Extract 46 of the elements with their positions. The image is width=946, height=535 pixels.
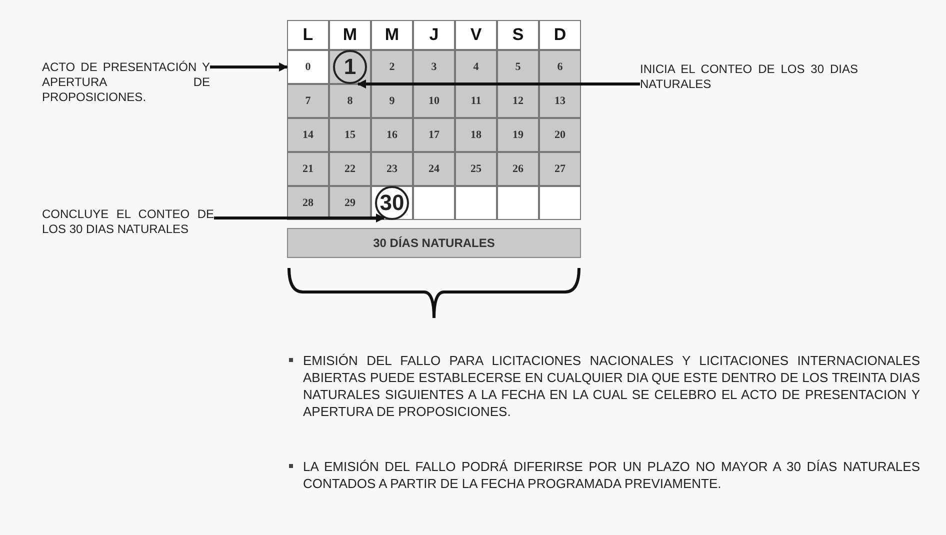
- annotation-text: INICIA EL CONTEO DE LOS 30 DIAS NATURALES: [640, 62, 858, 92]
- day-cell: 4: [455, 50, 497, 84]
- bullet-text: EMISIÓN DEL FALLO PARA LICITACIONES NACIONALES Y LICITACIONES INTERNACIONALES ABIERTAS PUEDE ESTABLECERSE EN CUALQUIER DIA QUE ESTE DENTRO DE LOS TREINTA DIAS NATURALES SIGUIENTES A LA FECHA EN LA CUAL SE CELEBRO EL ACTO DE PRESENTACION Y APERTURA DE PROPOSICIONES.: [303, 352, 920, 420]
- day-cell: 19: [497, 118, 539, 152]
- weekday-header: L: [287, 20, 329, 50]
- day-cell: 11: [455, 84, 497, 118]
- day-cell: 8: [329, 84, 371, 118]
- day-cell: 27: [539, 152, 581, 186]
- day-cell: 22: [329, 152, 371, 186]
- arrow: [210, 62, 288, 72]
- day-cell: 24: [413, 152, 455, 186]
- day-cell: 2: [371, 50, 413, 84]
- day-cell: 5: [497, 50, 539, 84]
- day-cell: 6: [539, 50, 581, 84]
- summary-bar: 30 DÍAS NATURALES: [287, 228, 581, 258]
- day-cell: 3: [413, 50, 455, 84]
- weekday-header: M: [371, 20, 413, 50]
- day-cell: 13: [539, 84, 581, 118]
- day-cell: 10: [413, 84, 455, 118]
- bullet-text: LA EMISIÓN DEL FALLO PODRÁ DIFERIRSE POR UN PLAZO NO MAYOR A 30 DÍAS NATURALES CONTADOS A PARTIR DE LA FECHA PROGRAMADA PREVIAMENTE.: [303, 458, 920, 492]
- arrow: [357, 80, 640, 88]
- day-cell: 28: [287, 186, 329, 220]
- day-cell: 29: [329, 186, 371, 220]
- day-cell: 14: [287, 118, 329, 152]
- day-cell: 26: [497, 152, 539, 186]
- annotation-text: CONCLUYE EL CONTEO DE LOS 30 DIAS NATURALES: [42, 207, 214, 237]
- day-cell: 7: [287, 84, 329, 118]
- weekday-header: J: [413, 20, 455, 50]
- day-cell: 21: [287, 152, 329, 186]
- day-cell: 12: [497, 84, 539, 118]
- circled-day-number: 30: [375, 186, 409, 220]
- day-cell: 16: [371, 118, 413, 152]
- day-cell: 17: [413, 118, 455, 152]
- weekday-header: D: [539, 20, 581, 50]
- day-cell: 0: [287, 50, 329, 84]
- weekday-header: V: [455, 20, 497, 50]
- day-cell: 23: [371, 152, 413, 186]
- annotation-text: ACTO DE PRESENTACIÓN Y APERTURA DE PROPOSICIONES.: [42, 60, 210, 105]
- day-cell: 25: [455, 152, 497, 186]
- day-cell: 20: [539, 118, 581, 152]
- arrow: [214, 214, 385, 222]
- day-cell: 9: [371, 84, 413, 118]
- weekday-header: M: [329, 20, 371, 50]
- day-cell: 15: [329, 118, 371, 152]
- weekday-header: S: [497, 20, 539, 50]
- day-cell: 18: [455, 118, 497, 152]
